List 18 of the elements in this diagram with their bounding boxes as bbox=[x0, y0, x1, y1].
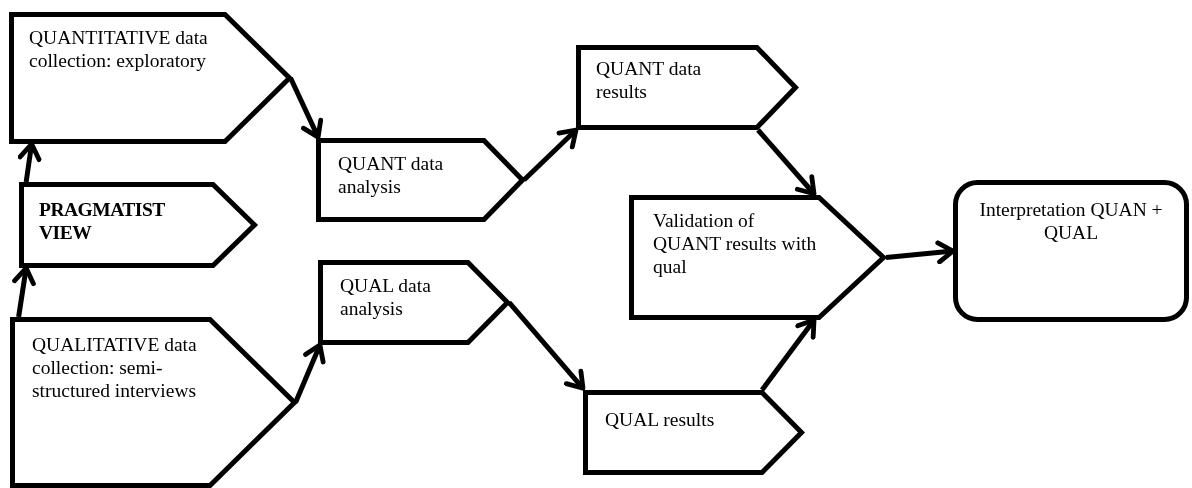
arrow bbox=[756, 128, 817, 197]
arrow bbox=[17, 141, 42, 183]
node-label: Validation of QUANT results with qual bbox=[653, 209, 818, 278]
arrow bbox=[293, 342, 326, 404]
node-label: QUANTITATIVE data collection: exploratory bbox=[29, 26, 209, 72]
node-label: QUALITATIVE data collection: semi-structured interviews bbox=[32, 333, 198, 402]
arrow bbox=[885, 240, 956, 265]
node-label: Interpretation QUAN + QUAL bbox=[978, 198, 1164, 244]
node-label: QUANT data analysis bbox=[338, 152, 445, 198]
arrow bbox=[522, 127, 579, 182]
node-label: QUAL data analysis bbox=[340, 274, 432, 320]
node-label: PRAGMATIST VIEW bbox=[39, 198, 166, 244]
node-label: QUANT data results bbox=[596, 57, 703, 103]
arrow bbox=[507, 300, 586, 391]
arrow bbox=[288, 76, 324, 140]
arrow bbox=[760, 317, 817, 392]
arrow bbox=[12, 265, 36, 318]
node-label: QUAL results bbox=[605, 408, 716, 431]
